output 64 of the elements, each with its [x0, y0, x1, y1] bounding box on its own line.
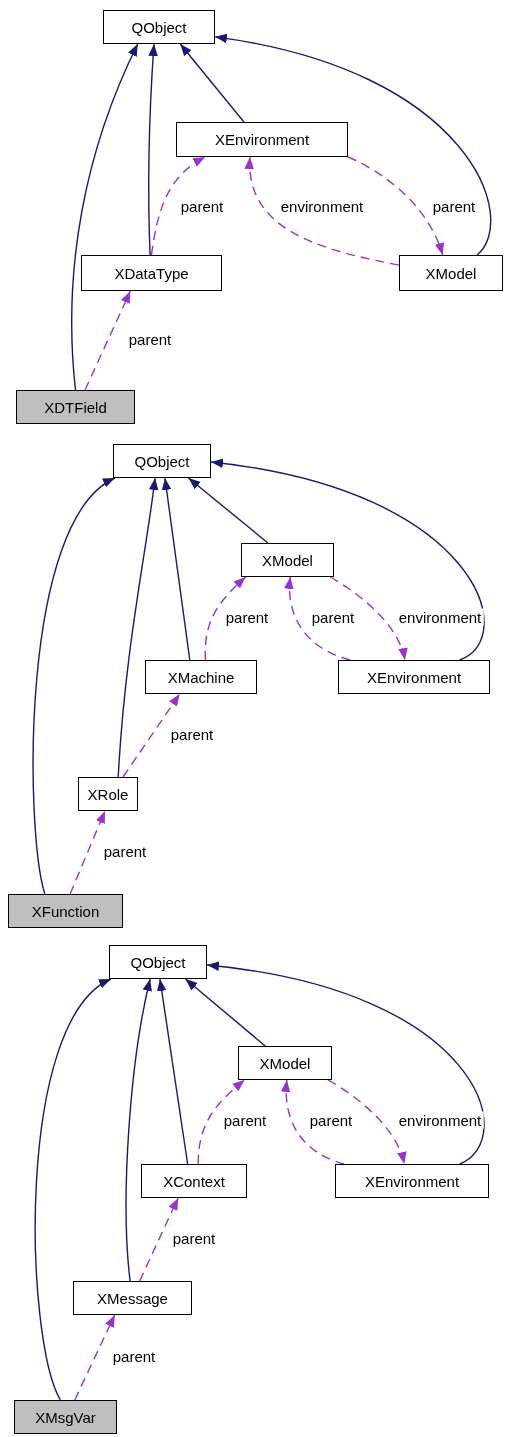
arrow: [327, 1079, 406, 1165]
class-name: XEnvironment: [214, 131, 310, 148]
arrow: [214, 34, 491, 256]
class-name: QObject: [130, 953, 186, 971]
arrow: [347, 156, 444, 256]
class-box: [145, 660, 257, 694]
class-box: [109, 945, 207, 979]
arrow: [69, 810, 106, 895]
edge-label: environment: [396, 608, 484, 626]
arrow: [74, 1314, 116, 1401]
arrow: [138, 1197, 179, 1282]
class-box: [78, 777, 138, 811]
class-name: XDataType: [114, 264, 189, 282]
arrow: [32, 477, 116, 895]
arrow: [179, 43, 245, 123]
arrow: [117, 477, 159, 778]
arrow: [84, 290, 132, 391]
class-name: XModel: [262, 551, 313, 569]
class-name: QObject: [131, 18, 187, 36]
arrow: [34, 978, 112, 1401]
class-box: [338, 660, 490, 694]
class-name: XContext: [163, 1172, 225, 1190]
class-name: XEnvironment: [366, 668, 462, 686]
class-name: XMessage: [97, 1289, 168, 1307]
arrow: [206, 961, 485, 1165]
class-box: [16, 390, 135, 424]
arrow: [148, 43, 158, 256]
class-box: [399, 255, 503, 291]
arrow: [281, 1079, 345, 1165]
class-box: [14, 1400, 117, 1434]
class-name: QObject: [134, 452, 190, 470]
arrow: [284, 576, 351, 661]
arrow: [329, 576, 407, 661]
arrow: [150, 156, 206, 256]
class-box: [241, 543, 334, 577]
class-box: [176, 122, 348, 157]
class-box: [103, 10, 215, 44]
class-box: [238, 1046, 332, 1080]
arrow: [122, 693, 181, 778]
arrow: [204, 576, 247, 661]
class-box: [81, 255, 222, 291]
class-box: [8, 894, 123, 928]
class-name: XMachine: [167, 668, 235, 686]
edge-label: environment: [396, 1111, 484, 1129]
arrow: [161, 477, 191, 661]
arrow: [187, 477, 269, 544]
arrow: [210, 459, 485, 661]
class-box: [141, 1164, 247, 1198]
class-box: [113, 444, 211, 478]
arrow: [125, 978, 153, 1282]
class-name: XModel: [259, 1054, 311, 1072]
class-name: XEnvironment: [364, 1172, 460, 1190]
class-name: XRole: [87, 785, 129, 803]
arrow: [71, 43, 139, 391]
class-name: XDTField: [44, 398, 107, 416]
arrow: [245, 156, 400, 266]
class-name: XModel: [425, 264, 477, 282]
class-box: [73, 1281, 192, 1315]
arrow: [197, 1079, 246, 1165]
class-name: XMsgVar: [35, 1408, 96, 1426]
arrow: [184, 978, 266, 1047]
class-name: XFunction: [31, 902, 100, 920]
class-box: [335, 1164, 489, 1198]
arrow: [157, 978, 189, 1165]
